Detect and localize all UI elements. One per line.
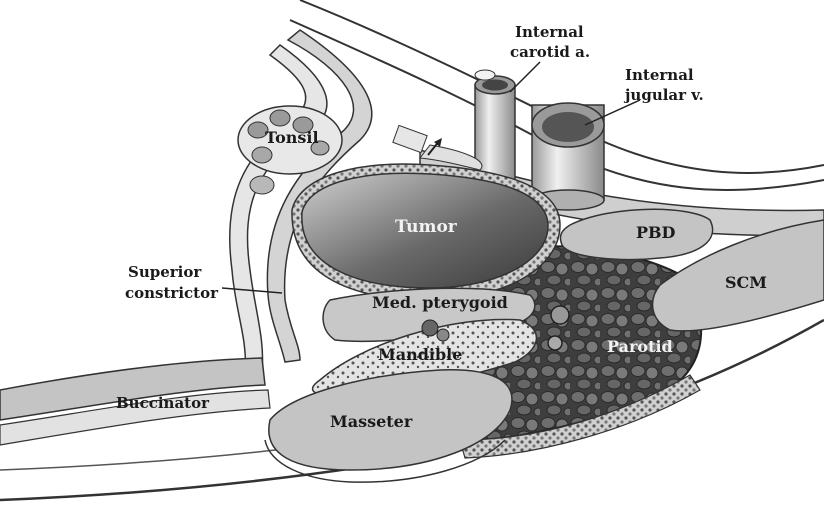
leader-internal-carotid (510, 62, 540, 92)
label-internal-jugular-2: jugular v. (623, 86, 704, 104)
label-internal-jugular-1: Internal (625, 66, 694, 84)
label-pbd: PBD (636, 223, 676, 242)
label-tumor: Tumor (395, 217, 458, 237)
retromandibular-vessel (551, 306, 569, 324)
label-scm: SCM (725, 273, 767, 292)
label-superior-constrictor-2: constrictor (125, 284, 219, 302)
label-superior-constrictor-1: Superior (128, 263, 202, 281)
label-tonsil: Tonsil (265, 128, 319, 147)
label-med-pterygoid: Med. pterygoid (372, 293, 508, 312)
label-masseter: Masseter (330, 412, 413, 431)
label-parotid: Parotid (607, 337, 673, 356)
label-buccinator: Buccinator (116, 394, 210, 412)
label-internal-carotid-1: Internal (515, 23, 584, 41)
small-structure (393, 125, 427, 152)
label-internal-carotid-2: carotid a. (510, 43, 590, 61)
label-mandible: Mandible (378, 345, 462, 364)
parotid-vessel (548, 336, 562, 350)
